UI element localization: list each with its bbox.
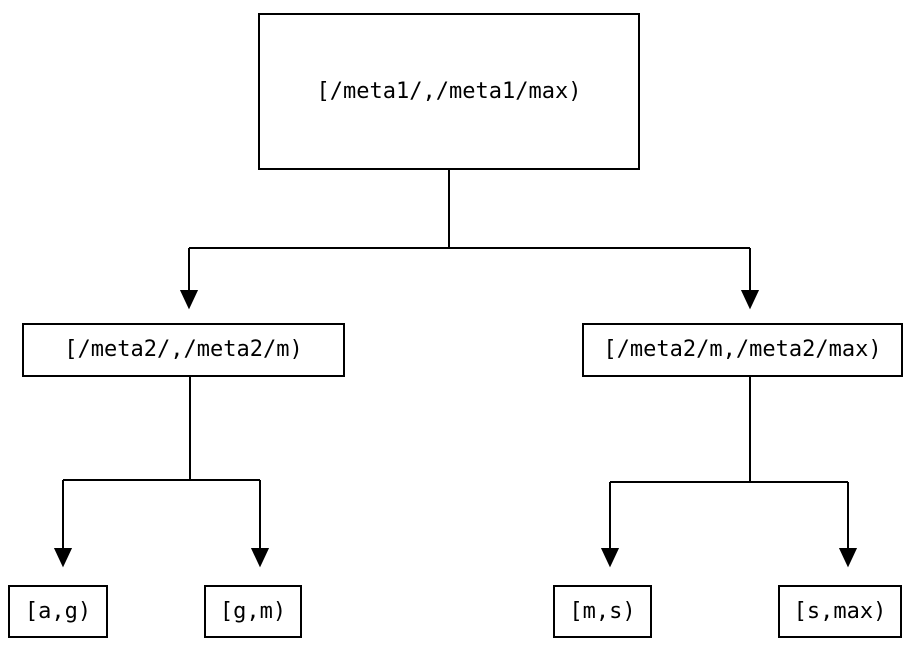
edge-root-to-children: [179, 170, 760, 310]
tree-node-meta2-left: [/meta2/,/meta2/m): [22, 323, 345, 377]
edge-right-to-leaves: [600, 377, 858, 568]
arrowhead-down-icon: [179, 290, 199, 310]
arrowhead-down-icon: [740, 290, 760, 310]
tree-node-root: [/meta1/,/meta1/max): [258, 13, 640, 170]
arrowhead-down-icon: [600, 548, 620, 568]
arrowhead-down-icon: [838, 548, 858, 568]
arrowhead-down-icon: [53, 548, 73, 568]
tree-node-meta2-right: [/meta2/m,/meta2/max): [582, 323, 903, 377]
tree-node-leaf-gm: [g,m): [204, 585, 302, 638]
arrowhead-down-icon: [250, 548, 270, 568]
edge-left-to-leaves: [53, 377, 270, 568]
tree-node-leaf-ms: [m,s): [553, 585, 652, 638]
tree-node-leaf-smax: [s,max): [778, 585, 902, 638]
tree-node-leaf-ag: [a,g): [8, 585, 108, 638]
